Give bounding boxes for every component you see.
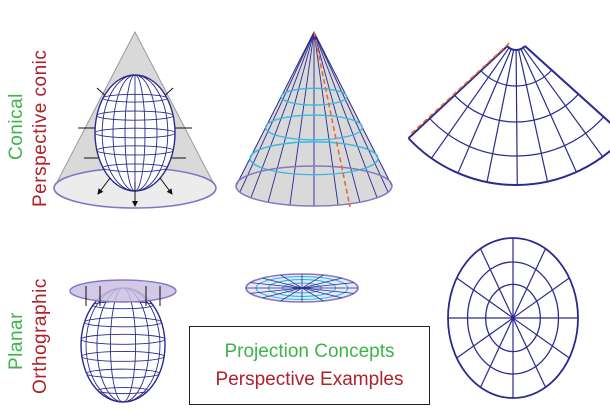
fan-ray-3 [517, 49, 549, 182]
ortho-globe-panel [69, 279, 177, 403]
ortho-parallel-3 [81, 351, 165, 362]
conic-fan-panel [407, 42, 610, 186]
down-arrow-0 [97, 177, 111, 195]
cone-meridian-0 [235, 31, 315, 187]
fan-ray-6 [457, 48, 512, 174]
conic-globe-panel [53, 30, 217, 209]
cone-meridian-4 [289, 31, 315, 206]
fan-cut-line [409, 42, 510, 135]
cone-meridian-1 [239, 31, 315, 193]
ortho-globe-outline [80, 287, 166, 403]
ortho-parallel-1 [84, 317, 162, 328]
flat-disk-panel [245, 273, 359, 303]
fan-ray-2 [520, 48, 577, 173]
down-arrow-2 [159, 177, 173, 195]
caption-box: Projection Concepts Perspective Examples [189, 326, 430, 405]
caption-projection-concepts: Projection Concepts [224, 340, 395, 362]
cone-parallel-1 [264, 114, 364, 141]
fan-ray-1 [522, 47, 604, 158]
cone-meridian-9 [313, 31, 389, 193]
fan-ray-5 [486, 49, 515, 183]
azimuthal-spoke-5 [456, 277, 570, 359]
fan-ray-8 [407, 45, 508, 139]
cone-meridian-8 [313, 31, 378, 198]
projection-plane [69, 279, 177, 303]
row-label-planar: Planar [6, 312, 27, 370]
ortho-parallel-5 [97, 387, 149, 395]
cone-lines-panel [235, 30, 393, 208]
azimuthal-grid-panel [447, 237, 579, 399]
disk-spoke-7 [250, 282, 354, 294]
cone-meridian-2 [250, 31, 315, 198]
fan-ray-7 [430, 47, 510, 159]
ortho-parallel-2 [80, 333, 166, 345]
fan-ray-0 [524, 45, 610, 124]
ortho-parallel-4 [86, 368, 160, 379]
cone-parallel-2 [249, 141, 379, 176]
caption-perspective-examples: Perspective Examples [215, 368, 404, 390]
fan-ray-4 [515, 49, 518, 185]
cone-parallel-0 [280, 87, 348, 106]
row-label-conical: Conical [6, 93, 27, 160]
fan-arc-4 [407, 137, 610, 186]
cone-cut-line [313, 31, 351, 208]
cone-meridian-10 [313, 31, 393, 187]
fan-arc-0 [506, 45, 526, 51]
row-label-perspective-conic: Perspective conic [30, 49, 51, 207]
row-label-orthographic: Orthographic [30, 278, 51, 394]
cone2-base-ellipse [235, 165, 393, 207]
cone-meridian-6 [313, 31, 339, 206]
